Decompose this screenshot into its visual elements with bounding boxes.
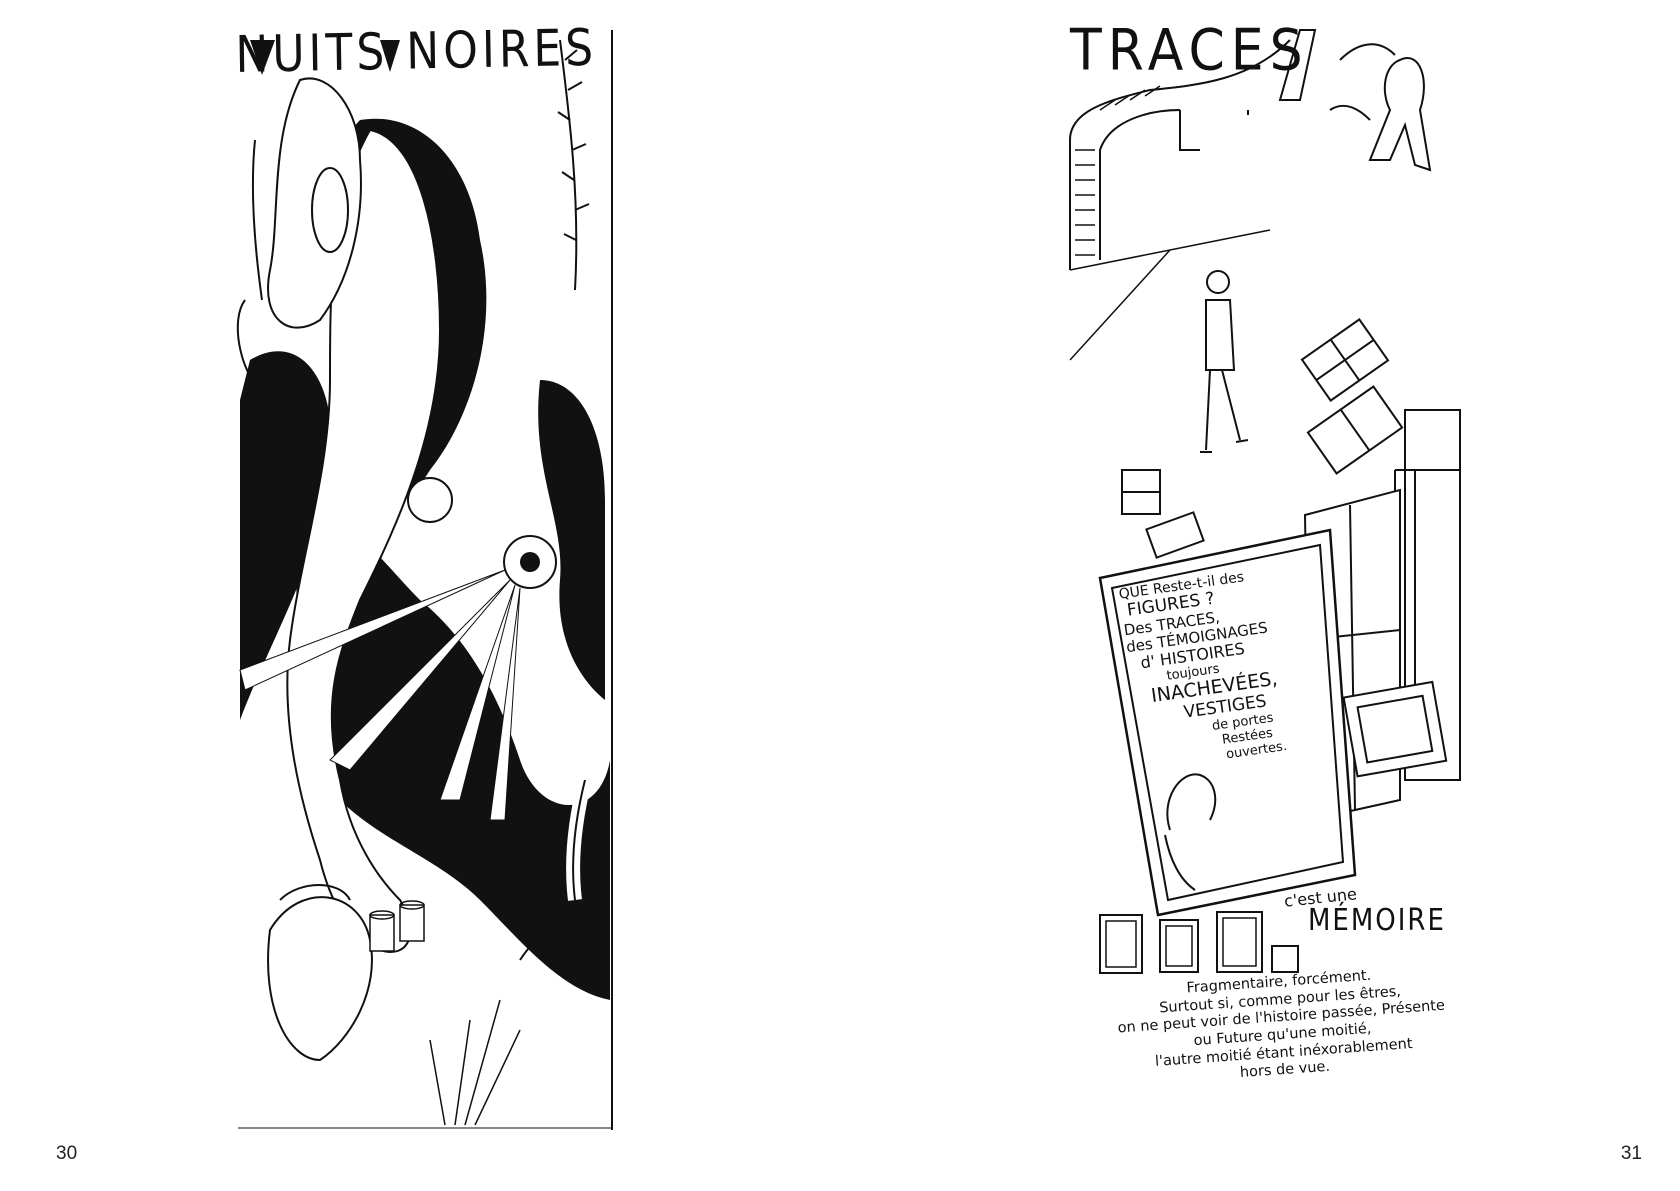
memoire-word: MÉMOIRE (1308, 903, 1446, 939)
right-page-number: 31 (1620, 1143, 1642, 1164)
right-page-title: TRACES (1070, 18, 1309, 84)
left-page-number: 30 (56, 1143, 78, 1164)
sign-caption: QUE Reste-t-il des FIGURES ? Des TRACES,… (1118, 559, 1342, 775)
right-page: 31 (840, 0, 1680, 1191)
left-page: NUITS NOIRES 30 (56, 19, 613, 1164)
right-panel: TRACES (1068, 0, 1478, 1130)
left-illustration (236, 30, 613, 1130)
